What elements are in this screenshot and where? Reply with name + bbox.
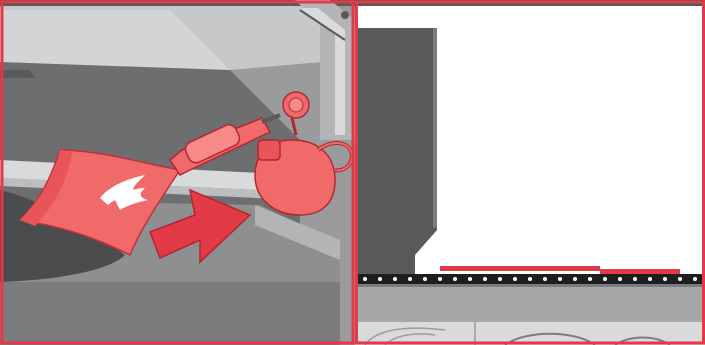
left-panel xyxy=(0,0,355,345)
right-panel xyxy=(355,0,705,345)
right-panel-art xyxy=(355,0,705,345)
dotted-rail-icon xyxy=(355,274,705,284)
left-panel-art xyxy=(0,0,355,345)
